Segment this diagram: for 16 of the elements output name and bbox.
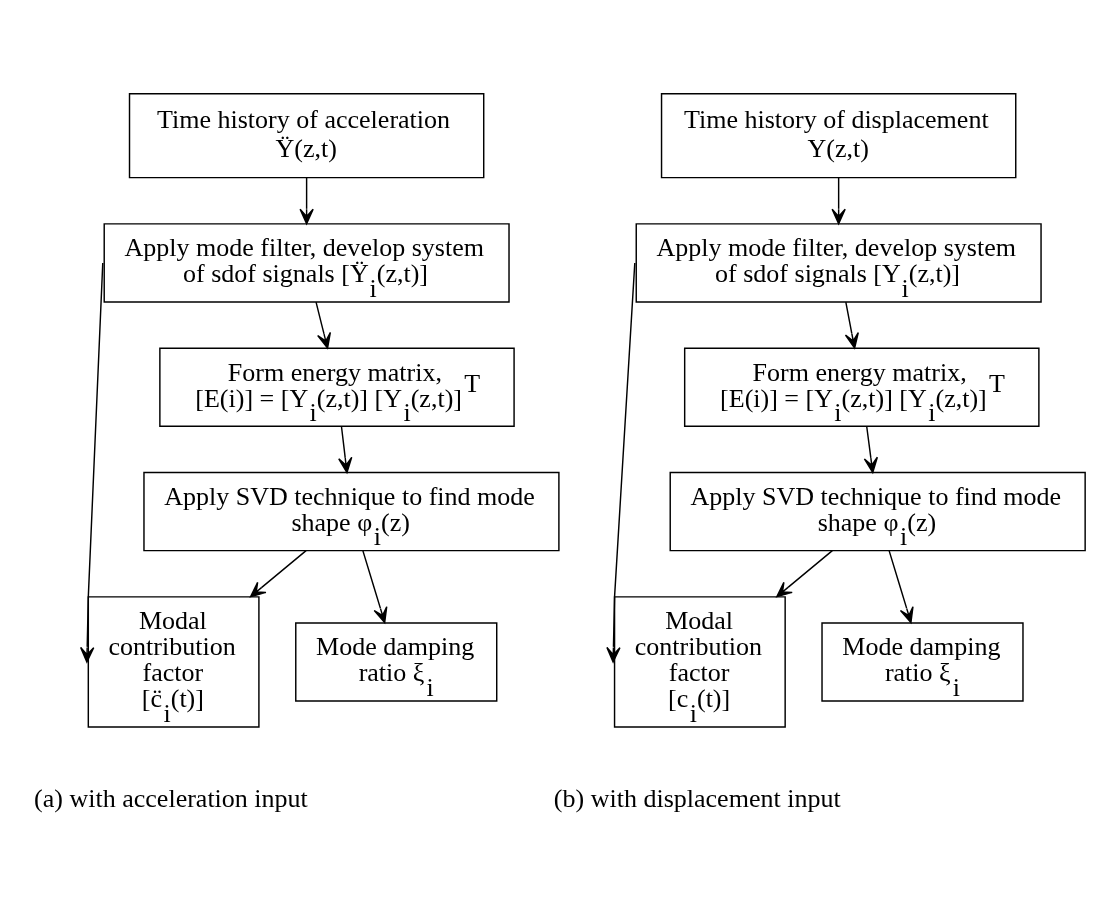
arrow (362, 549, 388, 623)
arrow (606, 261, 636, 663)
label: (b) with displacement input (553, 783, 841, 813)
node-box: Time history of acceleration Ÿ(z,t) (128, 92, 485, 178)
arrow (79, 261, 104, 663)
arrow (831, 176, 846, 224)
arrow (776, 549, 834, 597)
arrow (338, 425, 353, 473)
arrow (299, 176, 314, 224)
arrow (888, 549, 914, 623)
arrow (844, 300, 859, 349)
arrow (249, 549, 307, 597)
arrow (315, 300, 332, 349)
arrow (863, 425, 879, 473)
label: (a) with acceleration input (34, 783, 308, 813)
node-box: Time history of displacement Y(z,t) (660, 92, 1017, 178)
